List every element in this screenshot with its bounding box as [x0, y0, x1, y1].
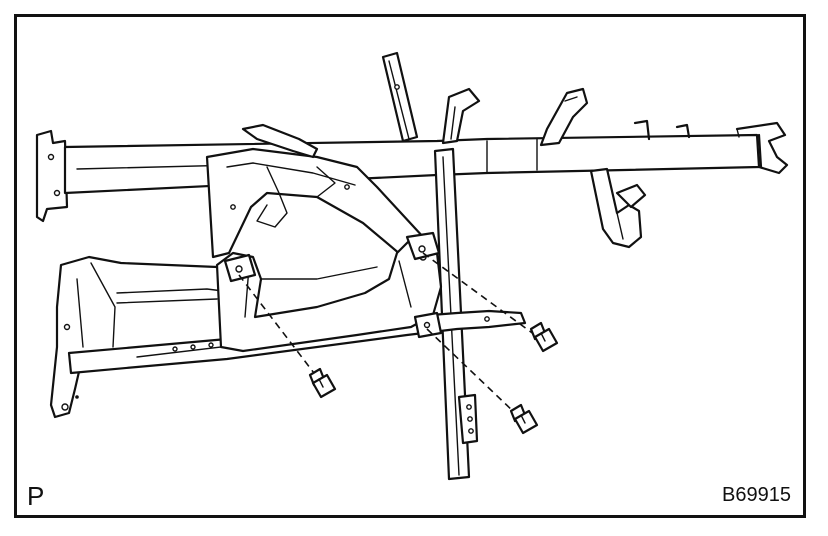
bolt-icon [509, 403, 539, 435]
bolt-icon [308, 367, 337, 399]
corner-letter: P [27, 481, 45, 511]
lower-reinforcement [49, 231, 527, 419]
bolt-guide-lines [238, 252, 536, 414]
bolt-icon [529, 321, 559, 353]
figure-code: B69915 [722, 484, 791, 506]
instrument-panel-reinforcement-illustration [35, 51, 789, 481]
right-lower-bracket [589, 167, 647, 249]
upper-curved-bracket [441, 87, 481, 145]
figure-frame: P B69915 [14, 14, 806, 518]
right-upper-stay [539, 87, 589, 147]
upper-brace [381, 51, 419, 143]
